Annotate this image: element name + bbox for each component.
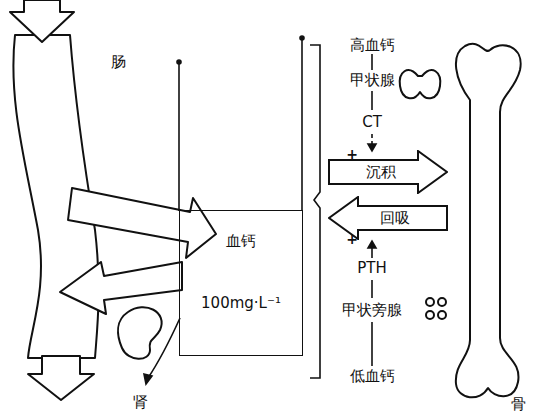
sign-label: + <box>346 232 358 247</box>
gland-name: 甲状旁腺 <box>342 302 402 319</box>
kidney-line <box>148 318 180 378</box>
parathyroid-gland <box>438 298 446 306</box>
node-title: 沉积 <box>328 164 448 181</box>
flow-arrow: 回吸 <box>328 196 448 240</box>
sign-label: + <box>346 147 358 162</box>
blood-calcium-box: 血钙 100mg·L⁻¹ <box>179 210 303 356</box>
hormone-name: PTH <box>357 260 387 277</box>
parathyroid-gland <box>426 311 434 319</box>
part-name: 肾 <box>133 394 148 411</box>
condition-label: 低血钙 <box>350 368 395 385</box>
leader-line <box>371 91 373 110</box>
leader-line <box>371 280 373 298</box>
kidney <box>118 307 162 359</box>
arrow-head <box>368 144 376 151</box>
leader-line <box>371 322 373 366</box>
absorption-arrow <box>68 188 216 258</box>
tank-wall <box>178 62 180 211</box>
part-name: 骨 <box>511 396 526 413</box>
part-name: 肠 <box>111 54 126 71</box>
secretion-arrow <box>60 262 182 314</box>
bone <box>456 44 521 398</box>
parathyroid-gland <box>426 298 434 306</box>
bracket <box>310 45 320 378</box>
intake-arrow <box>10 0 74 42</box>
gland-name: 甲状腺 <box>350 72 395 89</box>
flow-arrow: 沉积 <box>328 150 448 194</box>
node-value: 100mg·L⁻¹ <box>180 295 302 312</box>
hormone-name: CT <box>362 114 382 131</box>
arrow-head <box>368 241 376 248</box>
node-title: 血钙 <box>180 233 302 250</box>
tank-wall-end <box>300 36 304 40</box>
arrow-head <box>144 374 152 384</box>
tank-wall <box>301 38 303 211</box>
leader-line <box>371 54 373 70</box>
parathyroid-gland <box>438 311 446 319</box>
tank-wall-end <box>177 60 181 64</box>
node-title: 回吸 <box>328 210 448 227</box>
excretion-arrow <box>28 356 94 400</box>
condition-label: 高血钙 <box>350 37 395 54</box>
thyroid-gland <box>400 70 441 98</box>
